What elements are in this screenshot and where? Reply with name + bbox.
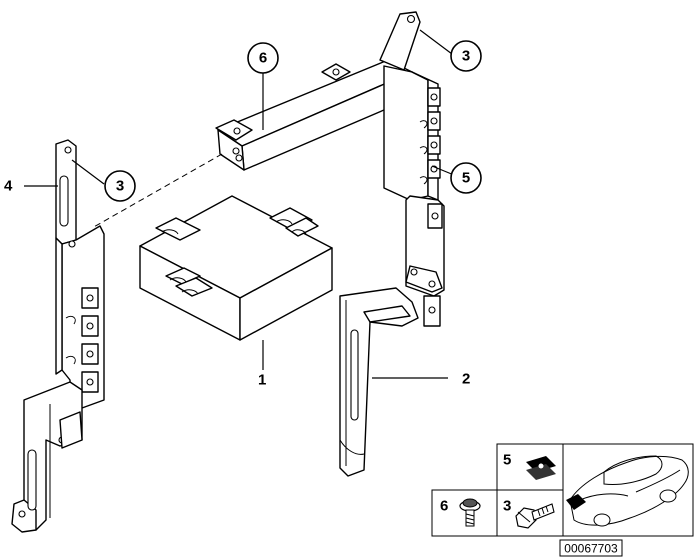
label-4: 4 xyxy=(4,178,13,195)
control-unit xyxy=(139,195,333,341)
parts-grid: 5 6 3 xyxy=(431,443,694,537)
grid-label-3: 3 xyxy=(503,498,511,515)
callout-5: 5 xyxy=(450,162,482,194)
right-vertical-bracket xyxy=(383,65,445,327)
left-bracket xyxy=(11,139,105,533)
callout-3-top-text: 3 xyxy=(462,48,470,65)
reference-number-box: 00067703 xyxy=(559,539,623,557)
callout-3-left-text: 3 xyxy=(116,178,124,195)
leader-lines xyxy=(24,29,455,379)
washer-screw-icon xyxy=(459,498,481,527)
label-2: 2 xyxy=(462,371,470,388)
callout-5-text: 5 xyxy=(462,170,470,187)
speed-nut-icon xyxy=(526,456,556,480)
grid-label-6: 6 xyxy=(440,498,448,515)
label-1: 1 xyxy=(258,372,266,389)
callout-6-text: 6 xyxy=(259,50,267,67)
callout-6: 6 xyxy=(247,42,279,74)
assembly-line xyxy=(91,153,223,229)
top-bracket xyxy=(215,11,421,171)
callout-3-top: 3 xyxy=(450,40,482,72)
vehicle-location-icon xyxy=(566,455,689,527)
callout-3-left: 3 xyxy=(104,170,136,202)
bracket-2 xyxy=(339,287,419,477)
hex-bolt-icon xyxy=(515,503,555,529)
grid-label-5: 5 xyxy=(503,452,511,469)
reference-number: 00067703 xyxy=(564,542,618,556)
